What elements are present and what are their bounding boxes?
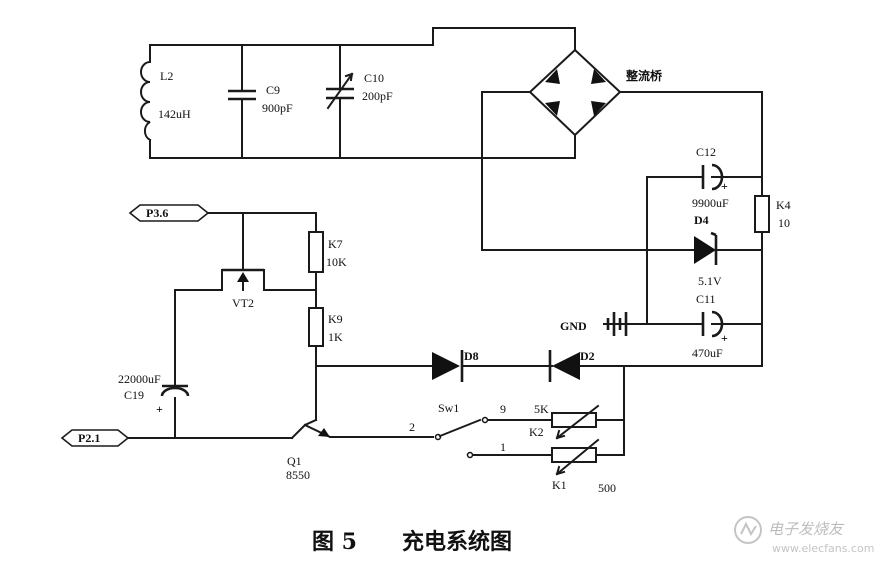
label-c19: C19 [124,388,144,402]
ground-battery-icon [603,312,648,336]
label-c11-value: 470uF [692,346,723,360]
label-k1: K1 [552,478,567,492]
label-k4-value: 10 [778,216,790,230]
label-d4: D4 [694,213,709,227]
resistor-k4 [754,195,770,367]
diode-icon [545,69,560,84]
label-k2: K2 [529,425,544,439]
label-k7-value: 10K [326,255,347,269]
label-d4-value: 5.1V [698,274,722,288]
label-d8: D8 [464,349,479,363]
input-section [60,384,434,447]
caption-title: 充电系统图 [402,529,512,555]
label-k9: K9 [328,312,343,326]
potentiometer-k2 [551,404,600,440]
label-p21: P2.1 [78,431,100,445]
label-k9-value: 1K [328,330,343,344]
bridge-rectifier [481,48,763,251]
label-k7: K7 [328,237,343,251]
label-gnd: GND [560,319,587,333]
diode-d8 [432,350,464,382]
resistor-k9 [308,307,324,347]
label-l2-value: 142uH [158,107,191,121]
label-c10-value: 200pF [362,89,393,103]
capacitor-c19 [160,384,190,439]
label-q1: Q1 [287,454,302,468]
caption-figure-number: 图 5 [312,529,357,555]
label-c9: C9 [266,83,280,97]
label-c11: C11 [696,292,716,306]
capacitor-c11 [701,310,724,338]
diode-icon [545,101,560,116]
label-l2: L2 [160,69,173,83]
label-sw-pos2: 2 [409,420,415,434]
label-c12: C12 [696,145,716,159]
capacitor-c9 [228,44,256,159]
component-labels: L2 142uH C9 900pF C10 200pF 整流桥 C12 + 99… [78,68,791,495]
lc-tank [140,27,576,159]
label-k1-value: 500 [598,481,616,495]
resistor-k7 [308,231,324,273]
label-c12-value: 9900uF [692,196,729,210]
mosfet-vt2 [174,212,317,385]
c12-plus: + [721,179,728,193]
diode-icon [591,69,606,84]
charging-rail [315,350,763,456]
figure-caption: 图 5 充电系统图 [312,529,512,555]
label-c9-value: 900pF [262,101,293,115]
potentiometer-k1 [551,438,600,476]
label-vt2: VT2 [232,296,254,310]
filter-section [603,163,770,367]
switch-control [128,204,324,421]
c19-plus: + [156,402,163,416]
label-d2: D2 [580,349,595,363]
label-k2-value: 5K [534,402,549,416]
diode-icon [591,101,606,116]
switch-contact-9 [481,416,489,424]
label-k4: K4 [776,198,791,212]
transistor-q1 [290,418,434,440]
capacitor-c12 [701,163,724,191]
label-c19-value: 22000uF [118,372,161,386]
c11-plus: + [721,331,728,345]
label-sw-pos9: 9 [500,402,506,416]
watermark-url: www.elecfans.com [772,542,874,555]
watermark-text: 电子发烧友 [768,520,845,538]
diode-d2 [548,350,580,382]
label-p36: P3.6 [146,206,168,220]
selector-switch [434,404,625,476]
watermark: 电子发烧友 www.elecfans.com [734,516,874,555]
inductor-l2 [140,60,152,142]
label-c10: C10 [364,71,384,85]
label-q1-value: 8550 [286,468,310,482]
port-p36-tag [128,204,210,222]
capacitor-c10 [326,44,354,159]
label-rectifier: 整流桥 [625,68,663,83]
switch-contact-1 [466,451,474,459]
label-sw1: Sw1 [438,401,459,415]
label-sw-pos1: 1 [500,440,506,454]
watermark-logo-icon [734,516,762,544]
zener-diode-d4 [694,231,763,265]
